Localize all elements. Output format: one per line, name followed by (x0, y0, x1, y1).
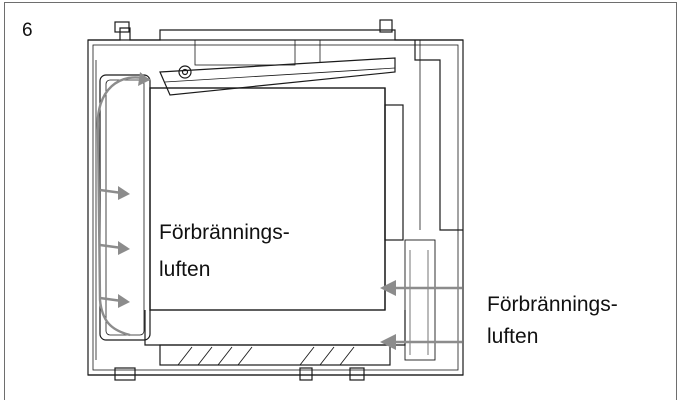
airflow-arrows (96, 72, 462, 350)
stove-outline (87, 19, 464, 381)
left-airflow-path (96, 76, 151, 337)
grate (159, 344, 391, 366)
left-label-line2: luften (159, 258, 211, 281)
figure-number: 6 (22, 20, 33, 41)
right-label-line2: luften (487, 325, 539, 348)
baffle (159, 57, 396, 96)
bolt (178, 65, 192, 79)
figure-frame (4, 2, 677, 400)
left-label-line1: Förbrännings- (159, 221, 290, 244)
right-label-line1: Förbrännings- (487, 293, 618, 316)
